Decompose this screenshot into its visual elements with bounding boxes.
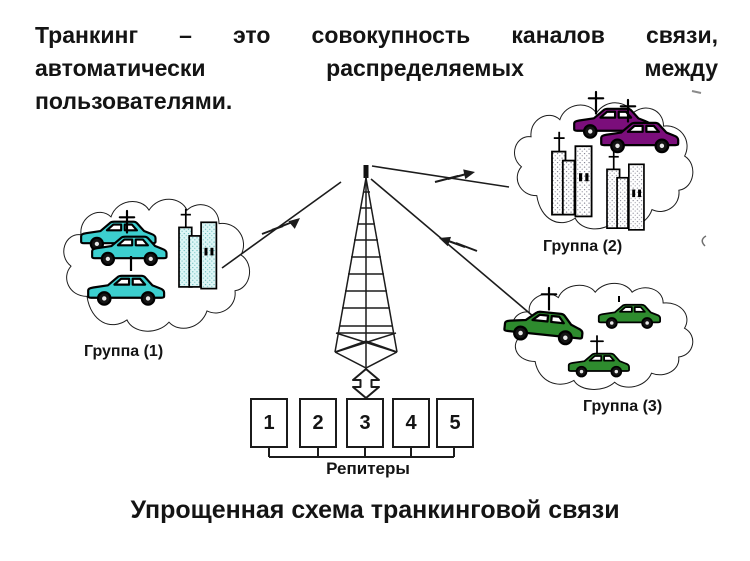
heading-line-3: пользователями. (35, 88, 233, 114)
radio-link-group1 (221, 181, 342, 269)
radio-link-group2 (371, 165, 510, 188)
repeater-box-5: 5 (436, 398, 474, 448)
repeater-box-3: 3 (346, 398, 384, 448)
repeaters-label: Репитеры (326, 459, 410, 478)
slide-caption: Упрощенная схема транкинговой связи (130, 496, 620, 524)
repeater-box-4: 4 (392, 398, 430, 448)
group2-label: Группа (2) (543, 238, 623, 255)
heading-line-1: Транкинг – это совокупность каналов связ… (35, 22, 718, 48)
repeater-bracket (268, 448, 455, 458)
slide-heading: Транкинг – это совокупность каналов связ… (35, 19, 718, 118)
radio-tower-icon (334, 165, 398, 369)
lightning-arrow-icon (463, 169, 475, 180)
lightning-arrow-icon (288, 218, 300, 229)
group1-contents (80, 207, 218, 306)
updown-arrow-icon (352, 368, 380, 399)
radio-link-group3 (370, 178, 548, 329)
cloud-outline-icon-group3 (512, 282, 694, 390)
repeater-box-2: 2 (299, 398, 337, 448)
group3-label: Группа (3) (583, 398, 663, 415)
group3-contents (502, 286, 662, 378)
cloud-outline-icon-group1 (63, 198, 251, 332)
group1-label: Группа (1) (84, 343, 164, 360)
scan-artifact-mark (691, 90, 702, 94)
lightning-arrow-icon (439, 236, 452, 247)
heading-line-2: автоматически распределяемых между (35, 55, 718, 81)
scan-artifact-mark (701, 235, 707, 247)
repeater-box-1: 1 (250, 398, 288, 448)
